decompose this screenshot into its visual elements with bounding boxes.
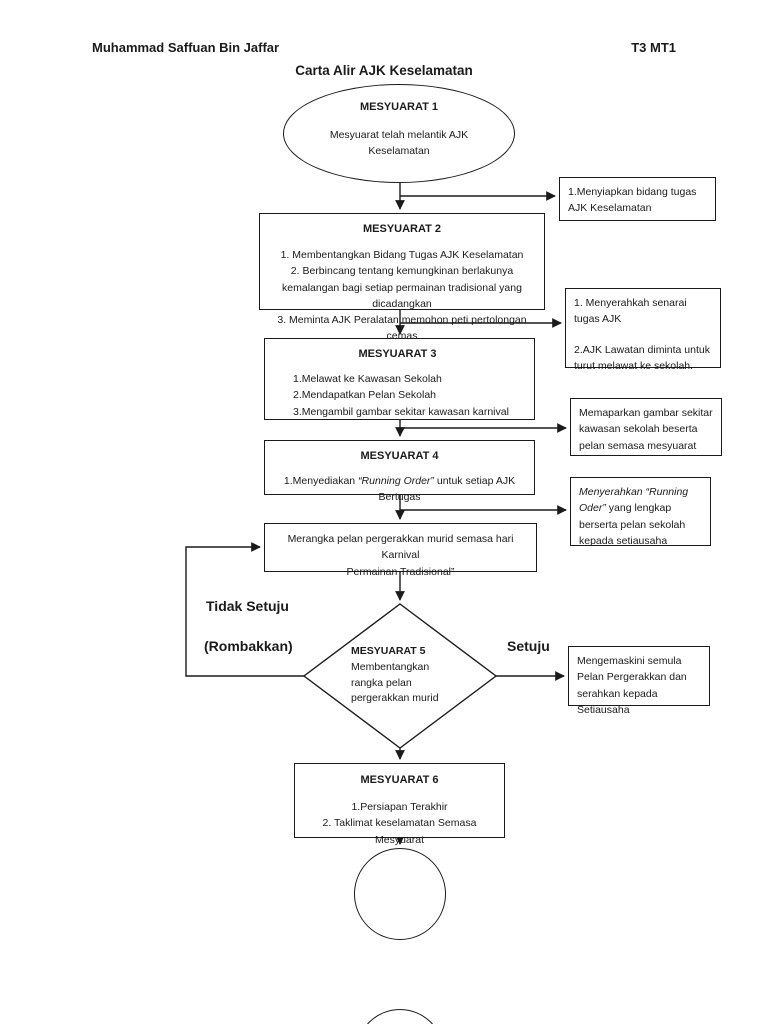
page-title: Carta Alir AJK Keselamatan xyxy=(295,63,473,78)
node-mesyuarat-5: MESYUARAT 5 Membentangkan rangka pelan p… xyxy=(351,644,461,707)
node-mesyuarat-3-item3: 3.Mengambil gambar sekitar kawasan karni… xyxy=(293,405,509,418)
node-mesyuarat-3-item1: 1.Melawat ke Kawasan Sekolah xyxy=(293,373,442,386)
side-note-2: 1. Menyerahkah senarai tugas AJK 2.AJK L… xyxy=(565,288,721,372)
node-mesyuarat-6-item1: 1.Persiapan Terakhir xyxy=(351,801,448,814)
side-note-4-rest: yang lengkap berserta pelan sekolah kepa… xyxy=(579,502,686,547)
author-name: Muhammad Saffuan Bin Jaffar xyxy=(92,40,280,55)
node-mesyuarat-4: MESYUARAT 4 1.Menyediakan “Running Order… xyxy=(264,440,535,503)
node-mesyuarat-2-title: MESYUARAT 2 xyxy=(362,223,442,235)
label-setuju: Setuju xyxy=(507,638,550,654)
node-mesyuarat-4-item-italic: “Running Order” xyxy=(358,475,434,488)
node-mesyuarat-6-title: MESYUARAT 6 xyxy=(360,774,439,786)
node-mesyuarat-6: MESYUARAT 6 1.Persiapan Terakhir 2. Takl… xyxy=(294,763,505,846)
side-note-3: Memaparkan gambar sekitar kawasan sekola… xyxy=(570,398,722,456)
connector-loop-no xyxy=(185,542,304,677)
node-mesyuarat-1: MESYUARAT 1 Mesyuarat telah melantik AJK… xyxy=(283,84,515,183)
node-mesyuarat-1-line2: Keselamatan xyxy=(368,145,430,158)
label-rombakkan: (Rombakkan) xyxy=(204,638,293,654)
node-mesyuarat-3-title: MESYUARAT 3 xyxy=(358,348,437,360)
side-note-5: Mengemaskini semula Pelan Pergerakkan da… xyxy=(568,646,710,716)
node-mesyuarat-2-item1: 1. Membentangkan Bidang Tugas AJK Kesela… xyxy=(280,249,524,262)
doc-code: T3 MT1 xyxy=(631,40,676,55)
node-mesyuarat-3-item2: 2.Mendapatkan Pelan Sekolah xyxy=(293,389,437,402)
node-mesyuarat-5-line2: rangka pelan xyxy=(351,676,412,689)
label-tidak-setuju: Tidak Setuju xyxy=(206,598,289,614)
side-note-1: 1.Menyiapkan bidang tugas AJK Keselamata… xyxy=(559,177,716,221)
node-plan-line1: Merangka pelan pergerakkan murid semasa … xyxy=(287,533,514,562)
node-mesyuarat-3: MESYUARAT 3 1.Melawat ke Kawasan Sekolah… xyxy=(264,338,535,420)
node-mesyuarat-4-item-suffix: untuk setiap AJK Bertugas xyxy=(378,475,516,504)
side-note-4-italic: Menyerahkan “Running Oder” xyxy=(579,486,689,515)
node-plan: Merangka pelan pergerakkan murid semasa … xyxy=(264,523,537,578)
node-mesyuarat-5-line1: Membentangkan xyxy=(351,660,430,673)
node-mesyuarat-6-item2: 2. Taklimat keselamatan Semasa Mesyuarat xyxy=(322,817,477,846)
node-mesyuarat-1-title: MESYUARAT 1 xyxy=(359,101,439,113)
decision-diamond xyxy=(302,603,498,749)
side-note-3-text: Memaparkan gambar sekitar kawasan sekola… xyxy=(579,407,713,452)
side-note-4: Menyerahkan “Running Oder” yang lengkap … xyxy=(570,477,711,547)
node-mesyuarat-5-line3: pergerakkan murid xyxy=(351,692,439,705)
node-mesyuarat-5-title: MESYUARAT 5 xyxy=(351,645,426,657)
node-end-circle xyxy=(354,848,446,940)
node-mesyuarat-4-title: MESYUARAT 4 xyxy=(360,450,439,462)
node-plan-line2: Permainan Tradisional” xyxy=(346,565,455,578)
side-note-2-item1: 1. Menyerahkah senarai tugas AJK xyxy=(574,297,687,326)
node-mesyuarat-4-item-prefix: 1.Menyediakan xyxy=(283,475,359,488)
side-note-5-text: Mengemaskini semula Pelan Pergerakkan da… xyxy=(577,655,687,716)
side-note-1-text: 1.Menyiapkan bidang tugas AJK Keselamata… xyxy=(568,186,697,215)
side-note-2-item2: 2.AJK Lawatan diminta untuk turut melawa… xyxy=(574,343,710,372)
node-mesyuarat-1-line1: Mesyuarat telah melantik AJK xyxy=(329,129,469,142)
node-mesyuarat-2-item2: 2. Berbincang tentang kemungkinan berlak… xyxy=(282,265,522,310)
node-mesyuarat-2: MESYUARAT 2 1. Membentangkan Bidang Tuga… xyxy=(259,213,545,342)
